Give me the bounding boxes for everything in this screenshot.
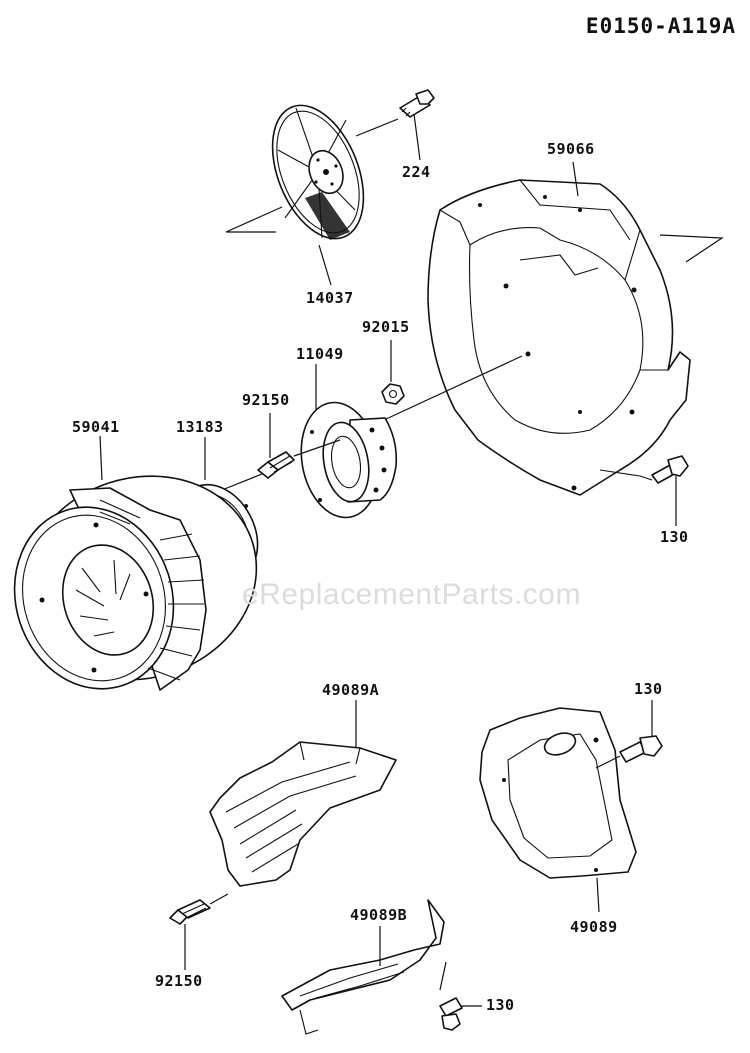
shroud-49089-drawing (479, 707, 637, 879)
part-label-130-mid[interactable]: 130 (634, 680, 663, 698)
part-label-14037[interactable]: 14037 (306, 289, 354, 307)
flywheel-59041-drawing (13, 475, 258, 691)
part-label-49089A[interactable]: 49089A (322, 681, 380, 699)
nut-92015-drawing (381, 383, 405, 405)
part-label-49089[interactable]: 49089 (570, 918, 618, 936)
diagram-code: E0150-A119A (585, 14, 736, 38)
pulley-11049-drawing (300, 401, 398, 519)
part-label-92015[interactable]: 92015 (362, 318, 410, 336)
part-label-49089B[interactable]: 49089B (350, 906, 408, 924)
plug-92150-bottom-drawing (169, 893, 229, 925)
plug-92150-top-drawing (257, 451, 295, 479)
part-label-13183[interactable]: 13183 (176, 418, 224, 436)
part-label-59041[interactable]: 59041 (72, 418, 120, 436)
bolt-130-mid-drawing (619, 735, 663, 763)
bolt-130-bottom-drawing (439, 997, 463, 1031)
bolt-130-right-drawing (651, 455, 689, 484)
part-label-11049[interactable]: 11049 (296, 345, 344, 363)
part-label-130-right[interactable]: 130 (660, 528, 689, 546)
baffle-49089B-drawing (281, 899, 445, 1035)
part-label-59066[interactable]: 59066 (547, 140, 595, 158)
part-label-224[interactable]: 224 (402, 163, 431, 181)
housing-59066-drawing (427, 179, 691, 496)
part-label-92150-bottom[interactable]: 92150 (155, 972, 203, 990)
fan-14037-drawing (271, 104, 365, 240)
part-label-92150-top[interactable]: 92150 (242, 391, 290, 409)
bolt-224-drawing (399, 89, 435, 118)
watermark: eReplacementParts.com (242, 578, 581, 611)
baffle-49089A-drawing (209, 741, 397, 887)
part-label-130-bottom[interactable]: 130 (486, 996, 515, 1014)
